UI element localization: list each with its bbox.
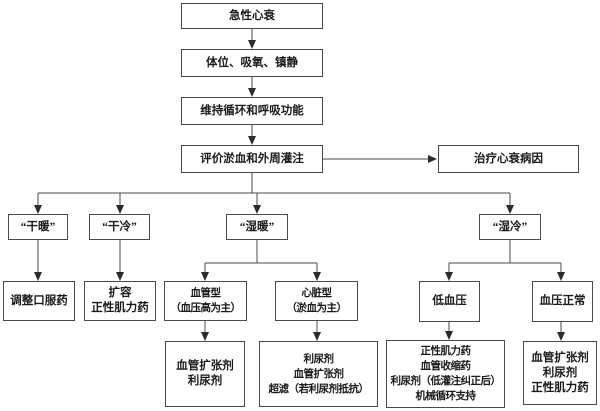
node-cardiac-type: 心脏型 （淤血为主） <box>275 281 358 321</box>
node-wet-warm: “湿暖” <box>226 214 288 240</box>
node-vasodilator-diuretic: 血管扩张剂 利尿剂 <box>165 341 245 407</box>
node-maintain-circulation-respiration: 维持循环和呼吸功能 <box>181 97 323 125</box>
node-dry-warm: “干暖” <box>8 214 68 240</box>
node-treat-hf-cause: 治疗心衰病因 <box>438 145 579 173</box>
node-vascular-type: 血管型 （血压高为主） <box>164 281 247 321</box>
node-adjust-oral-medication: 调整口服药 <box>3 281 75 321</box>
node-hypotension: 低血压 <box>419 281 480 322</box>
node-evaluate-congestion-perfusion: 评价淤血和外周灌注 <box>181 145 323 173</box>
node-inotrope-vasoconstrictor-support: 正性肌力药 血管收缩药 利尿剂（低灌注纠正后） 机械循环支持 <box>386 340 505 408</box>
node-dry-cold: “干冷” <box>89 214 150 240</box>
node-wet-cold: “湿冷” <box>479 214 541 240</box>
node-normal-blood-pressure: 血压正常 <box>532 281 593 322</box>
node-acute-heart-failure: 急性心衰 <box>181 3 323 29</box>
node-vasodilator-diuretic-inotrope: 血管扩张剂 利尿剂 正性肌力药 <box>523 341 597 405</box>
node-diuretic-vasodilator-ultrafiltration: 利尿剂 血管扩张剂 超滤（若利尿剂抵抗） <box>259 341 378 407</box>
node-volume-expansion-inotropes: 扩容 正性肌力药 <box>84 281 156 321</box>
node-position-oxygen-sedation: 体位、吸氧、镇静 <box>181 49 323 77</box>
